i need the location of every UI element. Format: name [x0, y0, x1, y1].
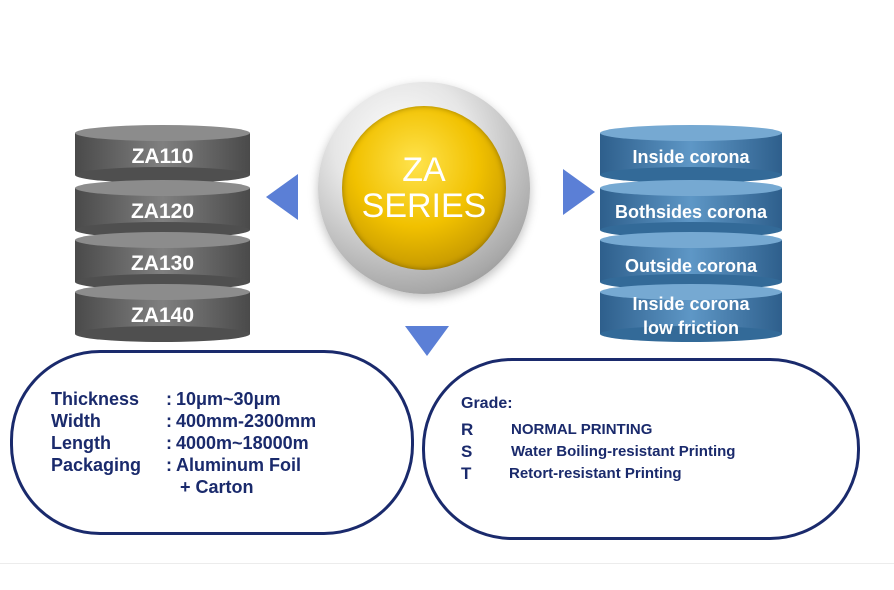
corona-label: Inside corona	[632, 147, 750, 167]
model-label: ZA130	[130, 252, 195, 275]
specs-panel: Thickness : 10μm~30μm Width : 400mm-2300…	[10, 350, 414, 535]
grades-list: Grade: R NORMAL PRINTING S Water Boiling…	[461, 395, 735, 485]
grades-title: Grade:	[461, 395, 513, 412]
cylinder-shape	[600, 125, 782, 183]
spec-row-packaging-extra: + Carton	[51, 476, 316, 498]
spec-separator: :	[166, 455, 172, 475]
spec-label: Thickness	[51, 389, 140, 409]
model-label: ZA110	[131, 145, 194, 168]
cylinder-shape	[600, 284, 782, 342]
spec-value: 4000m~18000m	[176, 433, 309, 453]
series-emblem-core: ZA SERIES	[342, 106, 506, 270]
grade-code: S	[461, 442, 473, 461]
corona-label: Outside corona	[624, 256, 758, 276]
series-title-line2: SERIES	[361, 187, 487, 225]
corona-label-line2: low friction	[643, 318, 739, 338]
cylinder-shape	[75, 125, 250, 183]
corona-cylinder: Bothsides corona	[600, 180, 782, 238]
grade-desc: NORMAL PRINTING	[511, 421, 653, 438]
series-title: ZA SERIES	[342, 152, 506, 224]
spec-value: 10μm~30μm	[176, 389, 281, 409]
spec-separator: :	[166, 389, 172, 409]
specs-list: Thickness : 10μm~30μm Width : 400mm-2300…	[51, 388, 316, 498]
spec-label: Width	[51, 411, 101, 431]
arrow-right-icon	[563, 169, 595, 215]
model-cylinder: ZA140	[75, 284, 250, 342]
model-cylinder: ZA110	[75, 125, 250, 183]
grade-code: R	[461, 420, 474, 439]
cylinder-shape	[75, 284, 250, 342]
spec-separator: :	[166, 411, 172, 431]
spec-label: Packaging	[51, 455, 142, 475]
corona-cylinder: Inside corona low friction	[600, 284, 782, 342]
spec-row-length: Length : 4000m~18000m	[51, 432, 316, 454]
series-title-line1: ZA	[402, 151, 446, 189]
spec-value: Aluminum Foil	[176, 455, 301, 475]
grade-desc: Retort-resistant Printing	[509, 465, 682, 482]
model-cylinder: ZA120	[75, 180, 250, 238]
corona-label: Bothsides corona	[614, 202, 768, 222]
grades-panel: Grade: R NORMAL PRINTING S Water Boiling…	[422, 358, 860, 540]
series-emblem: ZA SERIES	[318, 82, 530, 294]
grade-row: S Water Boiling-resistant Printing	[461, 441, 735, 463]
model-cylinder: ZA130	[75, 232, 250, 290]
corona-cylinder: Outside corona	[600, 232, 782, 290]
grade-code: T	[461, 464, 472, 483]
spec-row-thickness: Thickness : 10μm~30μm	[51, 388, 316, 410]
arrow-left-icon	[266, 174, 298, 220]
model-label: ZA140	[130, 304, 195, 327]
spec-label: Length	[51, 433, 111, 453]
arrow-down-icon	[405, 326, 449, 356]
grade-desc: Water Boiling-resistant Printing	[511, 443, 736, 460]
divider	[0, 563, 894, 564]
spec-value: + Carton	[180, 477, 254, 497]
corona-label: Inside corona	[632, 294, 750, 314]
spec-row-packaging: Packaging : Aluminum Foil	[51, 454, 316, 476]
corona-cylinder: Inside corona	[600, 125, 782, 183]
spec-separator: :	[166, 433, 172, 453]
grade-row: T Retort-resistant Printing	[461, 463, 735, 485]
spec-row-width: Width : 400mm-2300mm	[51, 410, 316, 432]
grade-row: R NORMAL PRINTING	[461, 419, 735, 441]
model-label: ZA120	[130, 200, 195, 223]
spec-value: 400mm-2300mm	[176, 411, 317, 431]
